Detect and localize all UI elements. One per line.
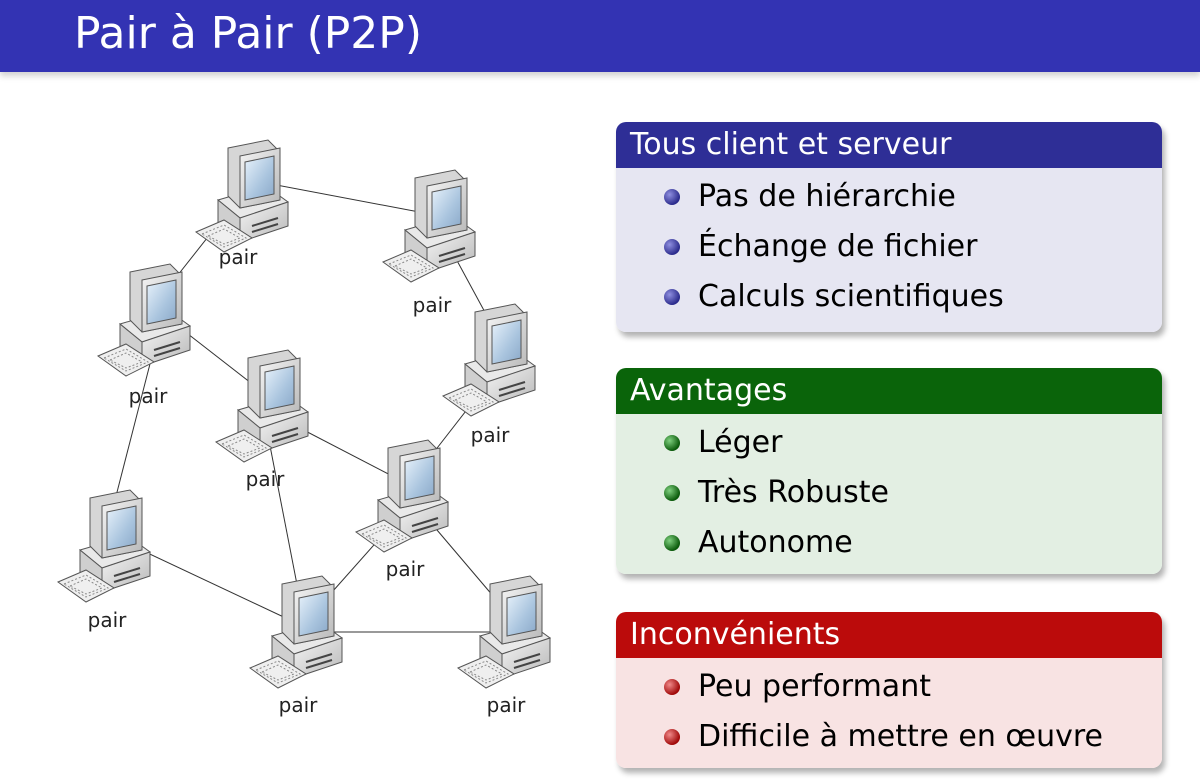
- block-list: Pas de hiérarchie Échange de fichier Cal…: [616, 168, 1162, 332]
- list-item: Très Robuste: [616, 468, 1162, 518]
- bullet-icon: [664, 239, 680, 255]
- desktop-computer-icon: [382, 169, 476, 283]
- node-label: pair: [386, 557, 426, 581]
- link: [264, 419, 301, 601]
- node-label: pair: [219, 245, 259, 269]
- peer-node: pair: [57, 489, 151, 632]
- block-title: Tous client et serveur: [616, 122, 1162, 168]
- block-title: Inconvénients: [616, 612, 1162, 658]
- node-label: pair: [487, 693, 527, 717]
- desktop-computer-icon: [57, 489, 151, 603]
- node-label: pair: [471, 423, 511, 447]
- list-item: Calculs scientifiques: [616, 272, 1162, 322]
- bullet-icon: [664, 289, 680, 305]
- peer-node: pair: [457, 575, 551, 717]
- node-label: pair: [246, 467, 286, 491]
- desktop-computer-icon: [97, 263, 191, 377]
- title-bar: Pair à Pair (P2P): [0, 0, 1200, 72]
- list-item-text: Pas de hiérarchie: [698, 179, 956, 214]
- block-disadvantages: Inconvénients Peu performant Difficile à…: [616, 612, 1162, 768]
- list-item: Autonome: [616, 518, 1162, 568]
- block-list: Léger Très Robuste Autonome: [616, 414, 1162, 574]
- list-item: Pas de hiérarchie: [616, 172, 1162, 222]
- bullet-icon: [664, 435, 680, 451]
- block-title: Avantages: [616, 368, 1162, 414]
- page-title: Pair à Pair (P2P): [74, 8, 422, 59]
- peer-node: pair: [442, 303, 536, 447]
- list-item-text: Peu performant: [698, 669, 931, 704]
- peer-node: pair: [382, 169, 476, 317]
- peer-node: pair: [249, 575, 343, 717]
- p2p-network-diagram: pair pair pair pair pair pair pair pair …: [57, 139, 551, 717]
- block-list: Peu performant Difficile à mettre en œuv…: [616, 658, 1162, 768]
- list-item-text: Autonome: [698, 525, 853, 560]
- bullet-icon: [664, 535, 680, 551]
- list-item: Léger: [616, 418, 1162, 468]
- list-item-text: Calculs scientifiques: [698, 279, 1004, 314]
- list-item: Échange de fichier: [616, 222, 1162, 272]
- node-label: pair: [413, 293, 453, 317]
- peer-node: pair: [215, 349, 309, 491]
- desktop-computer-icon: [249, 575, 343, 689]
- bullet-icon: [664, 189, 680, 205]
- node-label: pair: [88, 608, 128, 632]
- bullet-icon: [664, 485, 680, 501]
- peer-node: pair: [97, 263, 191, 408]
- block-client-server: Tous client et serveur Pas de hiérarchie…: [616, 122, 1162, 332]
- list-item: Peu performant: [616, 662, 1162, 712]
- list-item-text: Échange de fichier: [698, 229, 978, 264]
- list-item-text: Difficile à mettre en œuvre: [698, 719, 1103, 754]
- list-item: Difficile à mettre en œuvre: [616, 712, 1162, 762]
- desktop-computer-icon: [442, 303, 536, 417]
- peer-node: pair: [195, 139, 289, 269]
- bullet-icon: [664, 729, 680, 745]
- peer-node: pair: [355, 439, 449, 581]
- node-label: pair: [129, 384, 169, 408]
- list-item-text: Léger: [698, 425, 783, 460]
- bullet-icon: [664, 679, 680, 695]
- node-label: pair: [279, 693, 319, 717]
- block-advantages: Avantages Léger Très Robuste Autonome: [616, 368, 1162, 574]
- desktop-computer-icon: [355, 439, 449, 553]
- list-item-text: Très Robuste: [698, 475, 889, 510]
- link: [249, 179, 436, 216]
- desktop-computer-icon: [195, 139, 289, 253]
